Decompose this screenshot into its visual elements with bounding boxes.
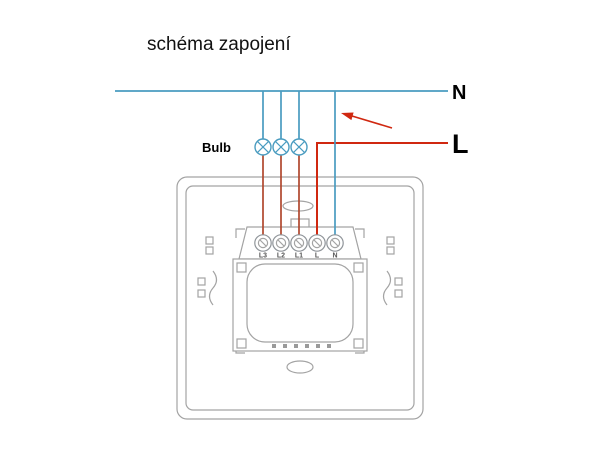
bottom-slot — [286, 360, 314, 374]
clip-square — [386, 246, 395, 255]
pointer-arrow — [341, 112, 393, 129]
neutral-wires — [115, 90, 448, 235]
clip-square — [197, 277, 206, 286]
bulb-icon — [272, 138, 290, 156]
bulb-symbols — [254, 138, 308, 156]
vent-dot — [316, 344, 320, 348]
screw-head — [329, 237, 341, 249]
bulb-return-wires — [262, 155, 300, 235]
switch-module — [232, 218, 368, 352]
clip-square — [205, 246, 214, 255]
vent-dots — [272, 344, 331, 348]
screw-slot — [259, 239, 267, 247]
bulb-icon — [290, 138, 308, 156]
module-corner-boss — [353, 338, 364, 349]
module-face — [246, 263, 354, 343]
bulb-cross — [274, 140, 288, 154]
vent-dot — [272, 344, 276, 348]
screw-head — [293, 237, 305, 249]
neutral-label: N — [452, 82, 466, 104]
screw-head — [257, 237, 269, 249]
pointer-arrowhead-icon — [341, 112, 354, 121]
module-body — [232, 258, 368, 352]
terminal-label-l2: L2 — [277, 253, 285, 260]
corner-tick-tr — [355, 228, 365, 238]
mounting-clips — [197, 236, 403, 298]
screw-slot — [331, 239, 339, 247]
plate-inner-frame — [185, 185, 415, 411]
left-screw-slot — [208, 270, 218, 306]
vent-dot — [327, 344, 331, 348]
screw-slot — [313, 239, 321, 247]
bulb-cross — [292, 140, 306, 154]
module-corner-boss — [353, 262, 364, 273]
screw-head — [311, 237, 323, 249]
bulb-cross — [256, 140, 270, 154]
terminal-screw — [308, 234, 326, 252]
screw-slot — [295, 239, 303, 247]
clip-square — [394, 289, 403, 298]
bulb-label: Bulb — [202, 140, 231, 155]
terminal-label-l: L — [315, 253, 320, 260]
clip-square — [205, 236, 214, 245]
terminal-label-l1: L1 — [295, 253, 303, 260]
clip-square — [197, 289, 206, 298]
terminal-screw — [326, 234, 344, 252]
terminal-screw — [290, 234, 308, 252]
vent-dot — [294, 344, 298, 348]
terminal-labels: L3 L2 L1 L N — [259, 253, 338, 260]
screw-slot — [277, 239, 285, 247]
clip-square — [386, 236, 395, 245]
top-slot — [282, 200, 314, 212]
terminals — [254, 234, 344, 252]
live-wire — [316, 142, 448, 235]
terminal-label-l3: L3 — [259, 253, 267, 260]
vent-dot — [305, 344, 309, 348]
wiring — [115, 90, 448, 235]
live-label: L — [452, 129, 469, 159]
bulb-icon — [254, 138, 272, 156]
diagram-title: schéma zapojení — [147, 34, 291, 55]
terminal-screw — [254, 234, 272, 252]
module-corner-boss — [236, 338, 247, 349]
terminal-screw — [272, 234, 290, 252]
pointer-arrow-shaft — [351, 115, 393, 129]
right-screw-slot — [382, 270, 392, 306]
clip-square — [394, 277, 403, 286]
screw-head — [275, 237, 287, 249]
terminal-label-n: N — [332, 253, 337, 260]
module-corner-boss — [236, 262, 247, 273]
vent-dot — [283, 344, 287, 348]
corner-tick-tl — [235, 228, 245, 238]
